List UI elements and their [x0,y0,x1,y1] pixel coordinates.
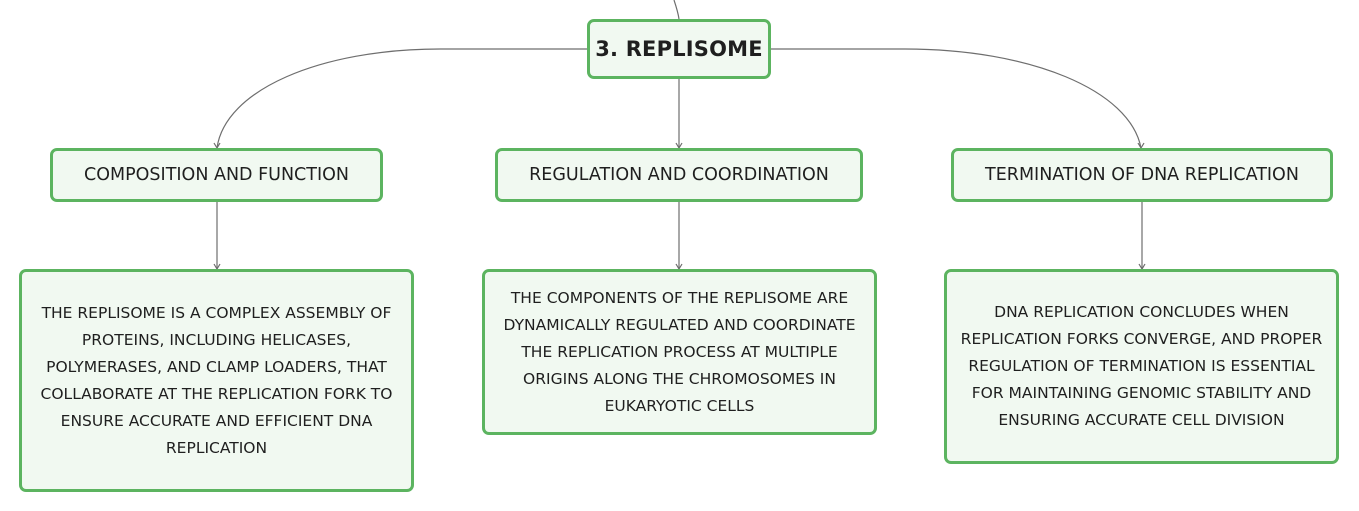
branch-node-composition-and-function[interactable]: COMPOSITION AND FUNCTION [50,148,383,202]
branch-node-label: REGULATION AND COORDINATION [529,165,829,185]
branch-node-label: TERMINATION OF DNA REPLICATION [985,165,1299,185]
detail-node-regulation[interactable]: THE COMPONENTS OF THE REPLISOME ARE DYNA… [482,269,877,435]
connector-root-to-composition [216,48,587,149]
branch-node-label: COMPOSITION AND FUNCTION [84,165,349,185]
detail-node-composition[interactable]: THE REPLISOME IS A COMPLEX ASSEMBLY OF P… [19,269,414,492]
branch-node-regulation-and-coordination[interactable]: REGULATION AND COORDINATION [495,148,863,202]
detail-node-text: THE REPLISOME IS A COMPLEX ASSEMBLY OF P… [40,303,393,457]
root-node[interactable]: 3. REPLISOME [587,19,771,79]
connector-root-to-termination [771,48,1142,149]
branch-node-termination-of-dna-replication[interactable]: TERMINATION OF DNA REPLICATION [951,148,1333,202]
detail-node-text: THE COMPONENTS OF THE REPLISOME ARE DYNA… [503,288,856,415]
detail-node-text: DNA REPLICATION CONCLUDES WHEN REPLICATI… [960,303,1323,429]
detail-node-termination[interactable]: DNA REPLICATION CONCLUDES WHEN REPLICATI… [944,269,1339,464]
connector-parent-to-root [673,0,680,20]
root-node-label: 3. REPLISOME [595,37,763,61]
